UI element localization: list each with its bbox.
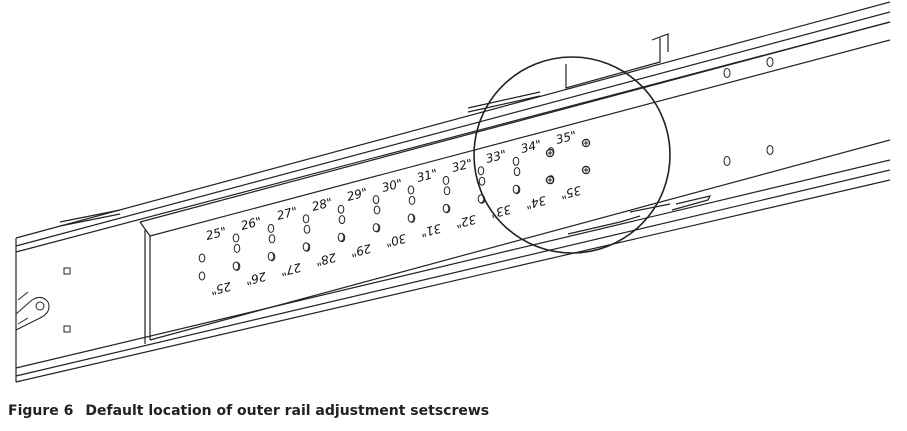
adjustment-hole [303,224,311,234]
upper-position-labels: 25" 26" 27" 28" 29" 30" 31" 32" 33" 34" … [204,128,578,243]
adjustment-hole [407,213,415,223]
adjustment-hole [232,233,240,243]
figure-number: Figure 6 [8,403,74,419]
lower-label-31: 31" [419,221,443,240]
figure-caption: Figure 6 Default location of outer rail a… [8,400,489,422]
adjustment-hole [408,195,416,205]
adjustment-hole [337,204,345,214]
lower-label-29: 29" [349,241,373,260]
adjustment-holes [198,147,555,281]
adjustment-hole [512,156,520,166]
upper-label-27: 27" [275,204,299,223]
adjustment-hole [443,186,451,196]
adjustment-hole [267,223,275,233]
adjustment-hole [232,261,240,271]
adjustment-hole [302,214,310,224]
rail-diagram: 25" 26" 27" 28" 29" 30" 31" 32" 33" 34" … [15,1,891,383]
lower-label-35: 35" [559,183,583,202]
upper-label-34: 34" [519,137,543,156]
adjustment-hole [407,185,415,195]
lower-label-26: 26" [244,269,268,288]
lower-label-27: 27" [279,260,303,279]
upper-label-33: 33" [484,147,508,166]
upper-label-35: 35" [554,128,578,147]
adjustment-hole [373,205,381,215]
rail-outline [15,1,891,383]
adjustment-hole [442,175,450,185]
adjustment-hole [198,271,206,281]
upper-label-29: 29" [345,185,369,204]
upper-label-31: 31" [415,166,439,185]
adjustment-hole [302,242,310,252]
rail-end-detail [15,267,71,333]
upper-label-32: 32" [450,156,474,175]
lower-label-25: 25" [209,279,233,298]
adjustment-hole [372,195,380,205]
lower-position-labels: 25" 26" 27" 28" 29" 30" 31" 32" 33" 34" … [209,183,583,298]
upper-label-28: 28" [310,195,334,214]
lower-label-28: 28" [314,250,338,269]
adjustment-hole [337,232,345,242]
magnifier-circle-callout [473,56,671,254]
adjustment-hole [478,176,486,186]
upper-label-26: 26" [239,214,263,233]
adjustment-hole [198,253,206,263]
adjustment-hole [268,234,276,244]
upper-label-30: 30" [380,176,404,195]
adjustment-hole [233,243,241,253]
lower-label-32: 32" [454,212,478,231]
adjustment-hole [338,215,346,225]
lower-label-34: 34" [524,193,548,212]
figure-title: Default location of outer rail adjustmen… [85,403,490,419]
adjustment-hole [513,167,521,177]
adjustment-hole [442,203,450,213]
setscrew-icon [545,138,591,185]
lower-label-30: 30" [384,231,408,250]
adjustment-hole [477,166,485,176]
right-holes [723,57,774,166]
adjustment-hole [372,223,380,233]
adjustment-hole [267,251,275,261]
upper-label-25: 25" [204,224,228,243]
adjustment-hole [512,184,520,194]
